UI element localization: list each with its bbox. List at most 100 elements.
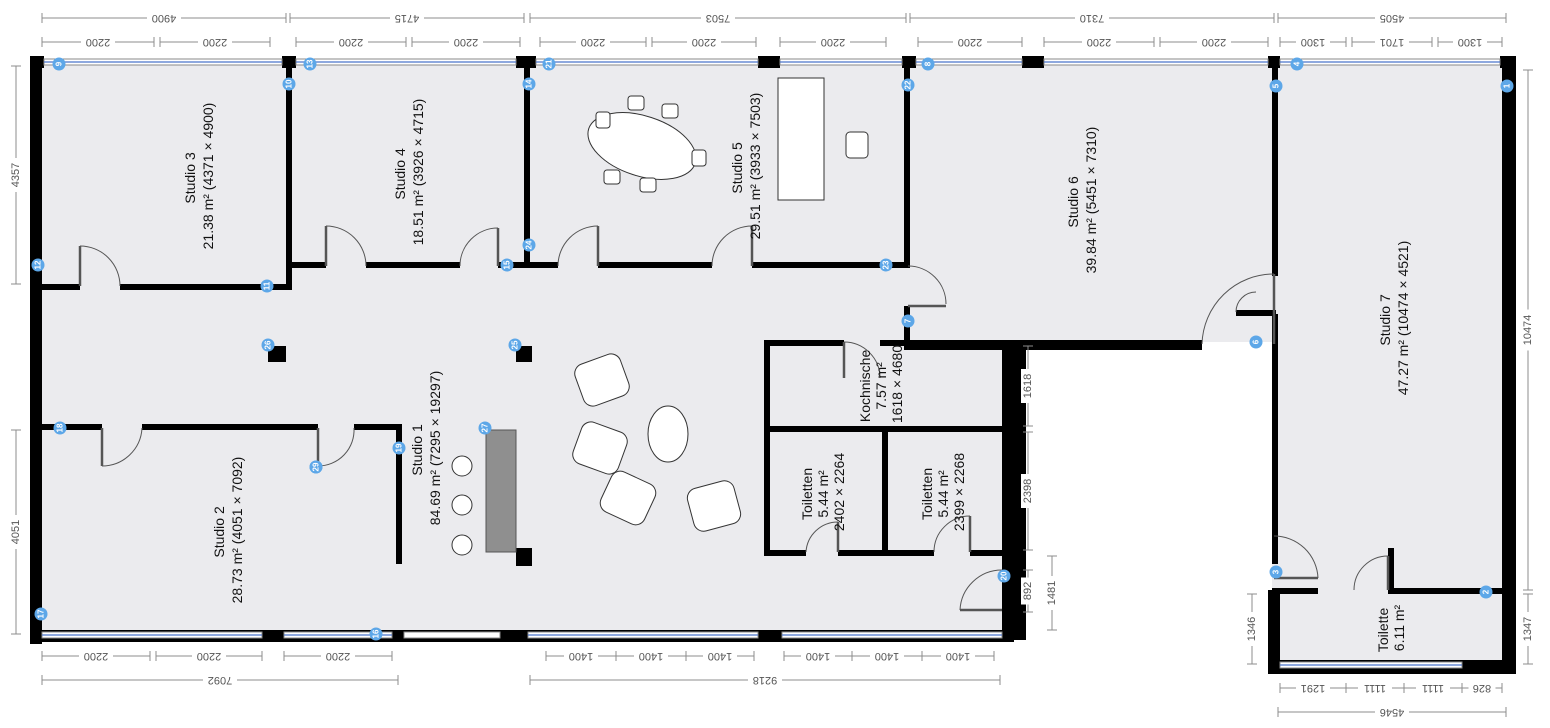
dimension-label: 2200	[692, 36, 716, 48]
top-dimension: 7310	[909, 11, 1275, 25]
marker-label: 15	[503, 260, 512, 269]
dimension-label: 2398	[1022, 479, 1034, 503]
chair	[603, 169, 621, 185]
window-dimension: 2200	[1043, 35, 1155, 49]
dimension-label: 4051	[10, 520, 22, 544]
dimension-label: 1400	[708, 650, 732, 662]
marker-25: 25	[508, 338, 522, 352]
window-dimension: 1300	[1437, 35, 1503, 49]
dimension-label: 2200	[203, 36, 227, 48]
dimension-label: 1400	[569, 650, 593, 662]
left-dimension: 4357	[9, 65, 23, 285]
bottom-total-dimension: 7092	[41, 673, 399, 687]
stool	[451, 534, 473, 556]
armchair	[572, 421, 628, 475]
marker-label: 5	[1272, 83, 1281, 88]
dimension-label: 4546	[1380, 706, 1404, 718]
chair	[691, 149, 707, 167]
window-dimension: 2200	[41, 35, 155, 49]
window-dimension: 2200	[411, 35, 521, 49]
dimension-label: 9218	[753, 674, 777, 686]
dimension-label: 1400	[875, 650, 899, 662]
dimension-label: 2200	[86, 36, 110, 48]
bottom-window-dimension: 1111	[1345, 681, 1405, 695]
room-labels: Studio 3 21.38 m² (4371 × 4900) Studio 4…	[182, 93, 1411, 652]
top-dimension: 4715	[289, 11, 525, 25]
dimension-label: 892	[1022, 582, 1034, 600]
chair	[639, 177, 657, 193]
dimension-label: 1347	[1522, 617, 1534, 641]
marker-3: 3	[1269, 565, 1283, 579]
toilets-dimension: 2398	[1021, 431, 1035, 551]
studio-1-label: Studio 1 84.69 m² (7295 × 19297)	[409, 371, 443, 526]
markers: 1234567891011121314151617181920212223242…	[31, 57, 1514, 641]
marker-12: 12	[31, 258, 45, 272]
dimension-label: 1346	[1246, 617, 1258, 641]
marker-label: 22	[904, 80, 913, 89]
dimension-label: 2200	[821, 36, 845, 48]
office-chair	[845, 131, 869, 159]
window-dimension: 2200	[779, 35, 887, 49]
dimension-label: 1111	[1422, 682, 1444, 694]
marker-label: 17	[37, 609, 46, 618]
marker-29: 29	[309, 460, 323, 474]
marker-label: 21	[545, 59, 554, 68]
marker-label: 8	[924, 61, 933, 66]
dimension-label: 2200	[1087, 36, 1111, 48]
dimension-label: 2200	[84, 650, 108, 662]
marker-26: 26	[261, 338, 275, 352]
dimension-label: 1300	[1458, 36, 1482, 48]
top-dimension: 4900	[41, 11, 287, 25]
chair	[661, 103, 679, 119]
dimension-label: 1300	[1301, 36, 1325, 48]
studio-4-label: Studio 4 18.51 m² (3926 × 4715)	[392, 99, 426, 246]
marker-label: 2	[1482, 589, 1491, 594]
bottom-window-dimension: 2200	[155, 649, 263, 663]
toilette-label: Toilette 6.11 m²	[1375, 604, 1407, 652]
marker-2: 2	[1479, 585, 1493, 599]
coffee-table	[647, 405, 689, 463]
marker-8: 8	[921, 57, 935, 71]
marker-20: 20	[997, 569, 1011, 583]
marker-15: 15	[500, 258, 514, 272]
kochnische-label: Kochnische 7.57 m² 1618 × 4680	[857, 345, 905, 423]
marker-5: 5	[1269, 79, 1283, 93]
dimension-label: 1481	[1046, 581, 1058, 605]
marker-label: 26	[264, 340, 273, 349]
marker-21: 21	[542, 57, 556, 71]
dimension-label: 1400	[946, 650, 970, 662]
window-dimension: 1701	[1351, 35, 1433, 49]
dimension-label: 7310	[1080, 12, 1104, 24]
studio-2-label: Studio 2 28.73 m² (4051 × 7092)	[211, 457, 245, 604]
studio-7-label: Studio 7 47.27 m² (10474 × 4521)	[1377, 241, 1411, 396]
marker-17: 17	[34, 607, 48, 621]
window-dimension: 2200	[159, 35, 271, 49]
bottom-window-dimension: 1400	[851, 649, 923, 663]
dimension-label: 2200	[197, 650, 221, 662]
dimension-label: 1111	[1364, 682, 1386, 694]
window-dimension: 2200	[1159, 35, 1269, 49]
dimension-label: 4900	[152, 12, 176, 24]
marker-24: 24	[522, 238, 536, 252]
door-dimension: 892	[1021, 569, 1035, 613]
bottom-window-dimension: 1111	[1403, 681, 1463, 695]
marker-4: 4	[1290, 57, 1304, 71]
marker-16: 16	[369, 627, 383, 641]
marker-label: 7	[904, 318, 913, 323]
marker-23: 23	[879, 258, 893, 272]
floor-area	[36, 62, 1508, 670]
studio-3-label: Studio 3 21.38 m² (4371 × 4900)	[182, 103, 216, 250]
right-dimension: 10474	[1521, 69, 1535, 591]
dimension-label: 4357	[10, 163, 22, 187]
kitchen-dimension: 1618	[1021, 345, 1035, 427]
stool	[451, 494, 473, 516]
marker-14: 14	[522, 77, 536, 91]
marker-27: 27	[478, 421, 492, 435]
window-dimension: 2200	[917, 35, 1023, 49]
marker-label: 6	[1252, 339, 1261, 344]
marker-7: 7	[901, 314, 915, 328]
marker-label: 20	[1000, 571, 1009, 580]
bottom-window-dimension: 1400	[685, 649, 755, 663]
